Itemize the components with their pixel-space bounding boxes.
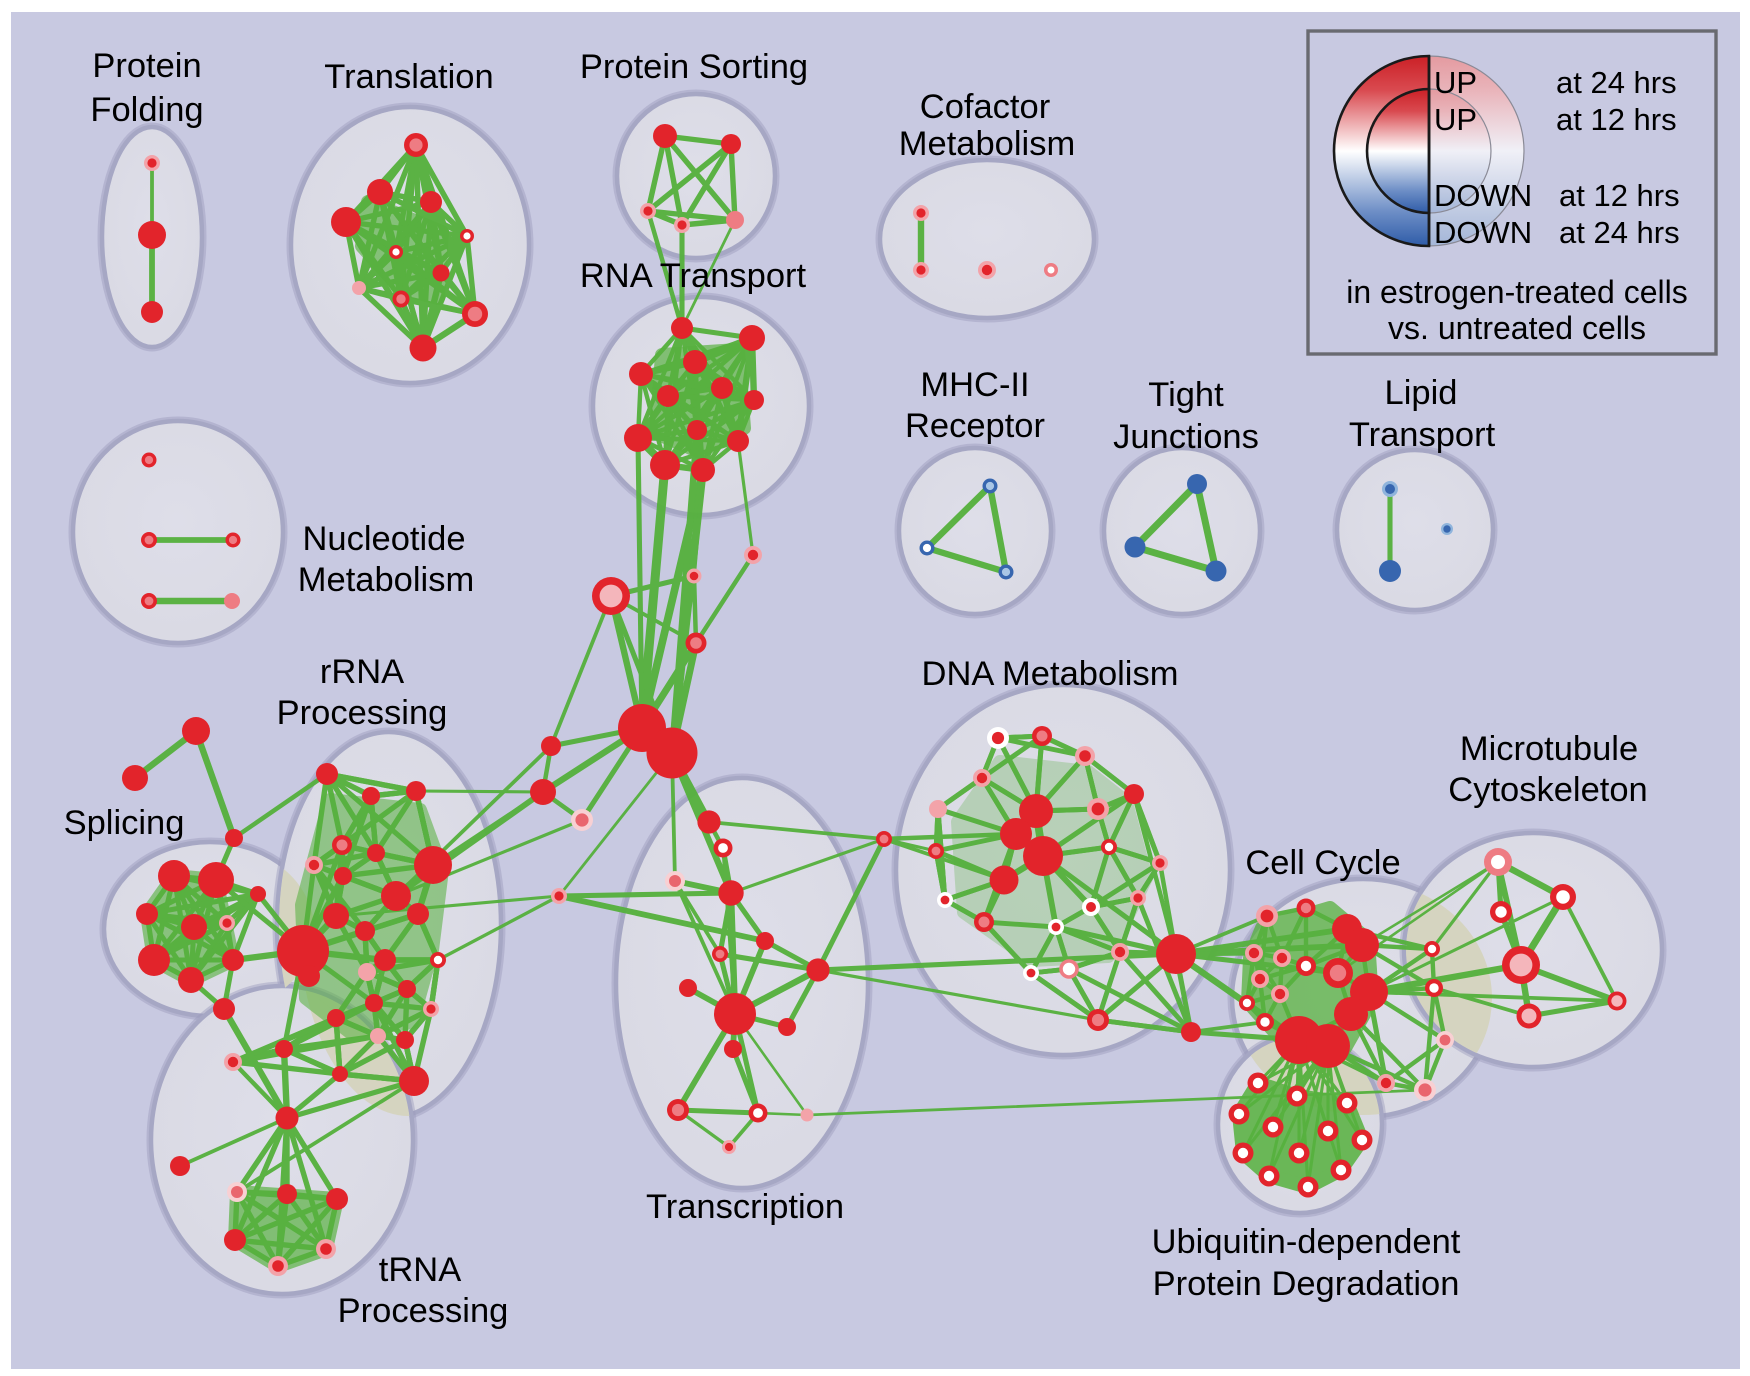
svg-text:at 24 hrs: at 24 hrs [1559, 215, 1680, 250]
svg-text:at 12 hrs: at 12 hrs [1559, 178, 1680, 213]
svg-text:RNA Transport: RNA Transport [580, 257, 807, 295]
svg-text:Microtubule: Microtubule [1460, 730, 1638, 768]
svg-text:Transport: Transport [1349, 416, 1496, 454]
svg-text:vs. untreated cells: vs. untreated cells [1388, 310, 1646, 346]
svg-text:at 12 hrs: at 12 hrs [1556, 102, 1677, 137]
svg-text:Junctions: Junctions [1113, 418, 1259, 456]
svg-text:DOWN: DOWN [1434, 215, 1532, 250]
svg-text:UP: UP [1434, 65, 1477, 100]
svg-text:Protein Sorting: Protein Sorting [580, 48, 808, 86]
svg-text:Translation: Translation [324, 58, 493, 96]
svg-text:Protein Degradation: Protein Degradation [1153, 1265, 1460, 1303]
svg-text:MHC-II: MHC-II [920, 366, 1029, 404]
svg-text:Processing: Processing [338, 1292, 509, 1330]
svg-text:rRNA: rRNA [320, 653, 404, 691]
svg-text:Nucleotide: Nucleotide [302, 520, 465, 558]
svg-text:DOWN: DOWN [1434, 178, 1532, 213]
svg-text:Cofactor: Cofactor [920, 88, 1050, 126]
svg-text:Splicing: Splicing [64, 804, 185, 842]
svg-text:Tight: Tight [1148, 376, 1224, 414]
svg-text:DNA Metabolism: DNA Metabolism [922, 655, 1179, 693]
svg-text:UP: UP [1434, 102, 1477, 137]
svg-text:Folding: Folding [90, 91, 203, 129]
svg-text:tRNA: tRNA [379, 1251, 461, 1289]
svg-text:Cell Cycle: Cell Cycle [1245, 844, 1400, 882]
svg-text:Processing: Processing [277, 694, 448, 732]
svg-text:Protein: Protein [92, 47, 201, 85]
svg-text:at 24 hrs: at 24 hrs [1556, 65, 1677, 100]
svg-text:Transcription: Transcription [646, 1188, 844, 1226]
svg-text:Metabolism: Metabolism [298, 561, 474, 599]
svg-text:Cytoskeleton: Cytoskeleton [1448, 771, 1647, 809]
svg-text:Ubiquitin-dependent: Ubiquitin-dependent [1152, 1223, 1461, 1261]
svg-text:in estrogen-treated cells: in estrogen-treated cells [1346, 274, 1688, 310]
svg-text:Receptor: Receptor [905, 407, 1045, 445]
svg-text:Lipid: Lipid [1385, 374, 1458, 412]
svg-text:Metabolism: Metabolism [899, 125, 1075, 163]
